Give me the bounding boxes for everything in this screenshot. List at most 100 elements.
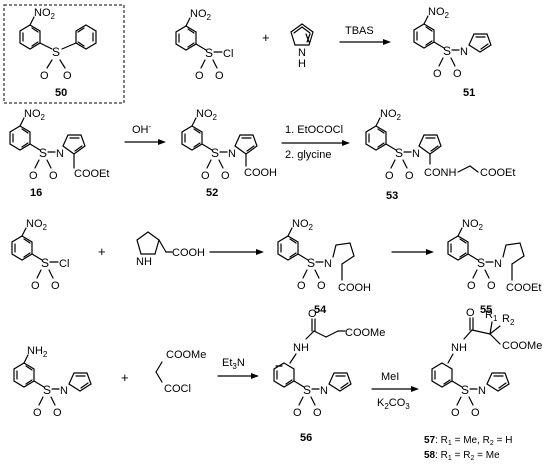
substituent-r2: R2 (502, 313, 515, 327)
oxygen-label: O (297, 280, 306, 292)
sulfur-label: S (461, 383, 469, 397)
plus-sign: + (262, 30, 270, 45)
plus-sign: + (98, 244, 106, 259)
nitrogen-label: N (478, 385, 486, 397)
sulfur-label: S (205, 46, 213, 60)
reagent-label: 2. glycine (285, 149, 331, 161)
compound-54: NO2 S N O O COOH 54 (277, 218, 371, 316)
ester-label: COOEt (506, 282, 541, 294)
compound-57-58: O R1 R2 COOMe NH S N O O 57: R1 = Me, R2… (424, 307, 542, 462)
compound-52: NO2 S N O O COOH 52 (181, 108, 277, 199)
arrow-proline (209, 249, 264, 255)
chlorine-label: Cl (59, 258, 69, 270)
oxygen-label: O (221, 170, 230, 182)
compound-16: NO2 S N O O COOEt 16 (9, 108, 109, 199)
arrow-tbas: TBAS (339, 25, 391, 45)
sulfur-label: S (307, 256, 315, 270)
sulfur-label: S (41, 256, 49, 270)
ester-label: COOMe (502, 340, 542, 352)
oxygen-label: O (31, 280, 40, 292)
oxygen-label: O (487, 280, 496, 292)
sulfur-label: S (211, 146, 219, 160)
oxygen-label: O (313, 407, 322, 419)
sulfur-label: S (303, 383, 311, 397)
sulfur-label: S (477, 256, 485, 270)
plus-sign: + (121, 370, 129, 385)
ester-label: COOEt (480, 167, 515, 179)
oxygen-label: O (308, 308, 317, 320)
aminophenyl-sulfonylpyrrole: NH2 S N O O (13, 345, 92, 419)
hydrogen-label: H (298, 58, 306, 70)
compound-51: NO2 S N O O 51 (413, 6, 492, 99)
oxygen-label: O (53, 407, 62, 419)
oxygen-label: O (215, 70, 224, 82)
sulfur-label: S (443, 44, 451, 58)
oxygen-label: O (293, 407, 302, 419)
oxygen-label: O (453, 68, 462, 80)
ester-label: COOMe (345, 327, 385, 339)
compound-50: NO2 S O O 50 (3, 4, 125, 104)
acid-chloride-label: COCl (164, 383, 191, 395)
nitro-label: NO2 (462, 218, 484, 232)
oxygen-label: O (451, 407, 460, 419)
sulfur-label: S (43, 383, 51, 397)
proline: NH COOH (136, 231, 205, 268)
arrow-triethylamine: Et3N (217, 357, 259, 379)
nitrogen-label: N (412, 148, 420, 160)
reagent-label: 1. EtOCOCl (285, 124, 343, 136)
oxygen-label: O (317, 280, 326, 292)
arrow-hydroxide: OH- (124, 122, 166, 145)
compound-label: 56 (300, 432, 312, 444)
highlight-box (3, 4, 125, 104)
amine-label: NH2 (27, 345, 48, 359)
compound-label: 16 (30, 187, 42, 199)
compound-53: NO2 S N O O CONH COOEt 53 (365, 108, 515, 202)
arrow-coupling: 1. EtOCOCl 2. glycine (281, 124, 350, 161)
oxygen-label: O (466, 307, 475, 319)
acid-label: COOH (172, 247, 205, 259)
chlorine-label: Cl (223, 48, 233, 60)
compound-label: 55 (480, 304, 492, 316)
amine-label: NH (136, 256, 152, 268)
compound-56: O COOMe NH S N O O 56 (273, 308, 385, 444)
compound-57-caption: 57: R1 = Me, R2 = H (424, 435, 512, 447)
nitrogen-label: N (56, 148, 64, 160)
oxygen-label: O (51, 280, 60, 292)
compound-55: NO2 S N O O COOEt 55 (447, 218, 541, 316)
oxygen-label: O (467, 280, 476, 292)
methyl-malonyl-chloride: COOMe COCl (155, 349, 206, 395)
sulfur-label: S (395, 146, 403, 160)
ester-label: COOMe (166, 349, 206, 361)
reagent-label: Et3N (222, 357, 245, 371)
oxygen-label: O (29, 170, 38, 182)
compound-label: 51 (463, 87, 475, 99)
oxygen-label: O (63, 70, 72, 82)
reagent-label: TBAS (345, 25, 374, 37)
nitro-label: NO2 (26, 218, 48, 232)
arrow-esterification (391, 249, 434, 255)
acid-label: COOH (338, 282, 371, 294)
oxygen-label: O (471, 407, 480, 419)
acid-label: COOH (244, 167, 277, 179)
nitro-label: NO2 (34, 7, 56, 21)
oxygen-label: O (405, 170, 414, 182)
sulfur-label: S (39, 146, 47, 160)
nitrogen-label: N (228, 148, 236, 160)
compound-label: 54 (314, 304, 327, 316)
compound-label: 53 (386, 190, 398, 202)
nitro-label: NO2 (24, 108, 46, 122)
pyrrole: N H (290, 23, 314, 70)
oxygen-label: O (201, 170, 210, 182)
compound-label: 52 (206, 187, 218, 199)
nosyl-chloride: NO2 S Cl O O (11, 218, 69, 292)
sulfur-label: S (52, 45, 60, 59)
reagent-label: MeI (381, 371, 399, 383)
nitrogen-label: N (298, 47, 306, 59)
reagent-label: OH- (132, 122, 152, 136)
nitro-label: NO2 (292, 218, 314, 232)
compound-58-caption: 58: R1 = R2 = Me (424, 450, 500, 462)
nitrogen-label: N (460, 46, 468, 58)
oxygen-label: O (49, 170, 58, 182)
substituent-r1: R1 (485, 309, 498, 323)
